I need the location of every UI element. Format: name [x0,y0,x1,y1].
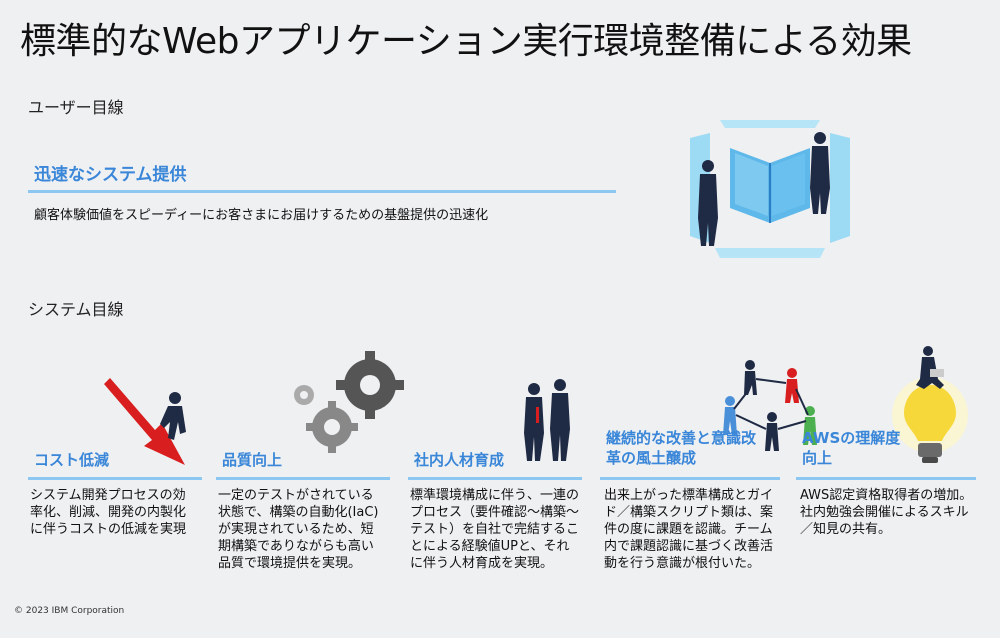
mentoring-people-illustration [524,379,570,461]
cost-reduction-description: システム開発プロセスの効率化、削減、開発の内製化に伴うコストの低減を実現 [30,488,187,537]
quality-improvement-description: 一定のテストがされている状態で、構築の自動化(IaC)が実現されているため、短期… [218,488,379,571]
copyright-footer: © 2023 IBM Corporation [14,606,125,616]
gears-icon [294,351,404,453]
user-description: 顧客体験価値をスピーディーにお客さまにお届けするための基盤提供の迅速化 [34,208,489,223]
cost-reduction-heading: コスト低減 [34,451,110,469]
quality-improvement-rule [216,477,390,480]
aws-understanding-heading: AWSの理解度向上 [802,429,901,467]
user-heading: 迅速なシステム提供 [34,165,187,185]
user-heading-rule [28,190,616,193]
cost-reduction-rule [28,477,202,480]
page-title: 標準的なWebアプリケーション実行環境整備による効果 [20,21,912,62]
talent-development-rule [408,477,582,480]
lightbulb-icon [892,346,968,463]
declining-arrow-illustration [104,378,186,465]
quality-improvement-heading: 品質向上 [222,451,283,469]
system-section-label: システム目線 [28,300,124,319]
digital-screen-illustration [690,120,850,258]
talent-development-heading: 社内人材育成 [414,451,505,469]
continuous-improvement-rule [600,477,780,480]
team-circle-illustration [723,360,817,451]
aws-understanding-rule [796,477,976,480]
talent-development-description: 標準環境構成に伴う、一連のプロセス（要件確認～構築～テスト）を自社で完結すること… [410,488,580,571]
aws-understanding-description: AWS認定資格取得者の増加。社内勉強会開催によるスキル／知見の共有。 [800,488,973,537]
continuous-improvement-description: 出来上がった標準構成とガイド／構築スクリプト類は、案件の度に課題を認識。チーム内… [604,488,774,571]
user-section-label: ユーザー目線 [28,98,124,117]
continuous-improvement-heading: 継続的な改善と意識改革の風土醸成 [606,429,757,467]
